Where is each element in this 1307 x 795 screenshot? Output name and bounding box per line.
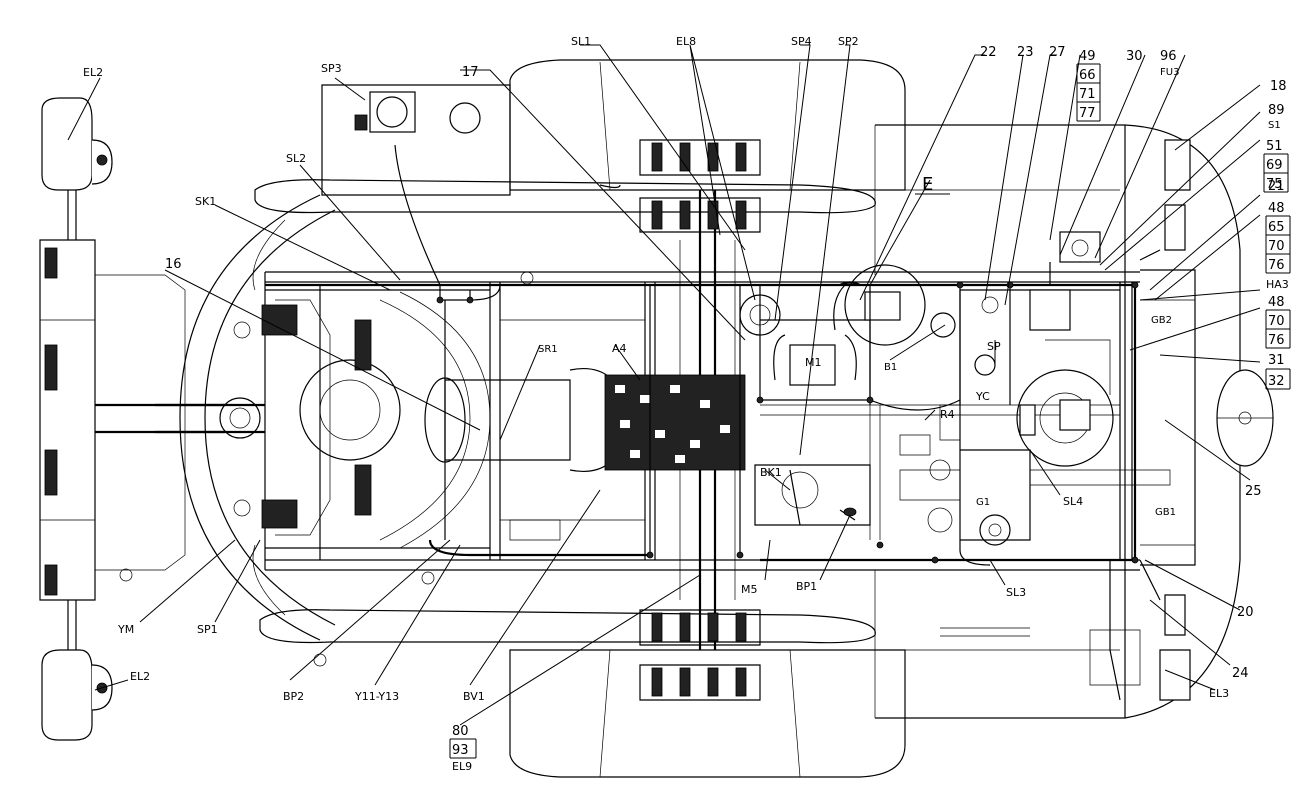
label-48a: 48 — [1268, 201, 1285, 216]
label-76a: 76 — [1268, 258, 1285, 273]
label-bk1: BK1 — [760, 466, 782, 479]
component-labels: EL2 SP3 SL2 SK1 16 17 SL1 EL8 SP4 SP2 22… — [83, 35, 1291, 773]
label-20: 20 — [1237, 605, 1254, 620]
label-48b: 48 — [1268, 295, 1285, 310]
label-ym: YM — [117, 623, 134, 636]
label-25: 25 — [1245, 484, 1262, 499]
label-17: 17 — [462, 65, 479, 80]
label-76b: 76 — [1268, 333, 1285, 348]
label-bp1: BP1 — [796, 580, 817, 593]
label-96: 96 — [1160, 49, 1177, 64]
label-a4: A4 — [612, 342, 627, 355]
label-sl2: SL2 — [286, 152, 306, 165]
label-80: 80 — [452, 724, 469, 739]
label-r4: R4 — [940, 408, 955, 421]
label-fu3: FU3 — [1160, 67, 1179, 78]
label-yc: YC — [975, 390, 990, 403]
label-16: 16 — [165, 257, 182, 272]
label-sl3: SL3 — [1006, 586, 1026, 599]
leader-lines — [67, 44, 1261, 726]
label-22: 22 — [980, 45, 997, 60]
label-m5: M5 — [741, 583, 758, 596]
label-69: 69 — [1266, 158, 1283, 173]
label-b1: B1 — [884, 362, 897, 373]
label-70b: 70 — [1268, 314, 1285, 329]
label-24: 24 — [1232, 666, 1249, 681]
wiring-harness — [265, 144, 1161, 701]
label-sp1: SP1 — [197, 623, 218, 636]
label-30: 30 — [1126, 49, 1143, 64]
label-e: E — [922, 174, 933, 195]
label-66: 66 — [1079, 68, 1096, 83]
label-el3: EL3 — [1209, 687, 1229, 700]
label-77: 77 — [1079, 106, 1096, 121]
label-51: 51 — [1266, 139, 1283, 154]
label-31: 31 — [1268, 353, 1285, 368]
label-18: 18 — [1270, 79, 1287, 94]
label-sp: SP — [987, 340, 1001, 353]
label-27: 27 — [1049, 45, 1066, 60]
label-sl1: SL1 — [571, 35, 591, 48]
label-sr1: SR1 — [538, 344, 558, 355]
label-32: 32 — [1268, 374, 1285, 389]
label-sp2: SP2 — [838, 35, 859, 48]
label-ha3: HA3 — [1266, 278, 1289, 291]
label-el2-bottom: EL2 — [130, 670, 150, 683]
label-m1: M1 — [805, 356, 822, 369]
label-s1: S1 — [1268, 120, 1281, 131]
label-bv1: BV1 — [463, 690, 485, 703]
label-gb1: GB1 — [1155, 507, 1176, 518]
label-el2-top: EL2 — [83, 66, 103, 79]
label-65: 65 — [1268, 220, 1285, 235]
chassis-outline — [39, 59, 1274, 778]
label-sp3: SP3 — [321, 62, 342, 75]
label-23: 23 — [1017, 45, 1034, 60]
label-bp2: BP2 — [283, 690, 304, 703]
label-sk1: SK1 — [195, 195, 216, 208]
label-70a: 70 — [1268, 239, 1285, 254]
label-y11-y13: Y11-Y13 — [354, 690, 399, 703]
label-71: 71 — [1079, 87, 1096, 102]
label-gb2: GB2 — [1151, 315, 1172, 326]
label-49: 49 — [1079, 49, 1096, 64]
label-el8: EL8 — [676, 35, 696, 48]
label-93: 93 — [452, 743, 469, 758]
label-21: 21 — [1268, 179, 1285, 194]
label-89: 89 — [1268, 103, 1285, 118]
label-sp4: SP4 — [791, 35, 812, 48]
label-sl4: SL4 — [1063, 495, 1083, 508]
label-75: 75 — [1266, 177, 1283, 192]
label-g1: G1 — [976, 497, 990, 508]
label-el9: EL9 — [452, 760, 472, 773]
